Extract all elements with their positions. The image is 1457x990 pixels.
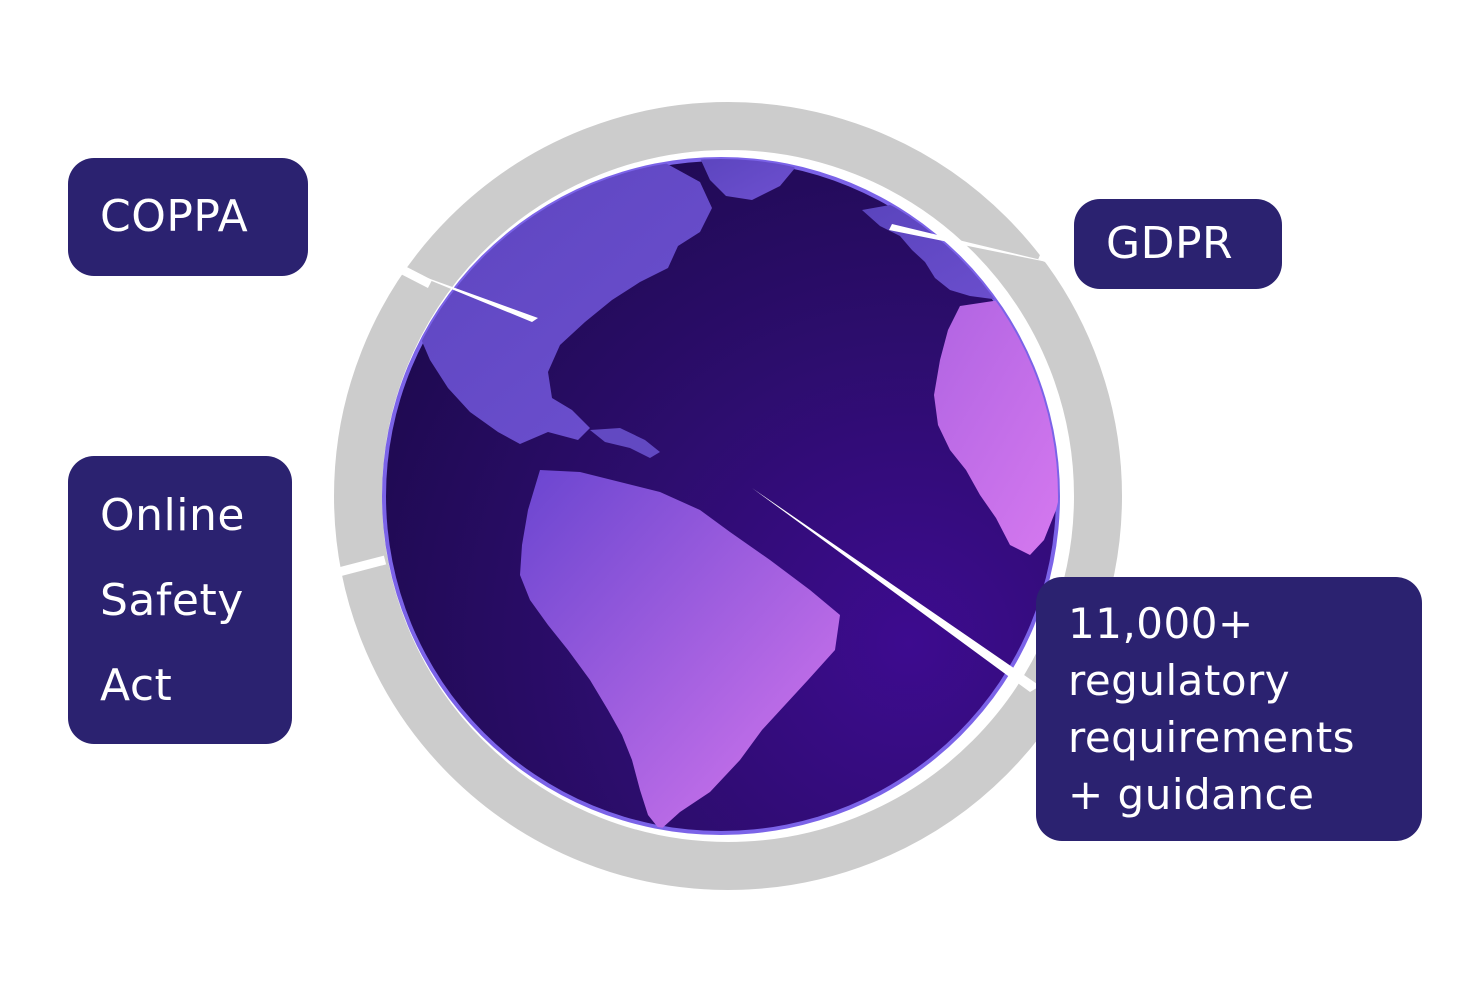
outer-ring	[334, 102, 1122, 890]
label-line: 11,000+	[1068, 599, 1254, 648]
ring-gap-lower-left	[333, 555, 387, 578]
connector-coppa	[400, 268, 538, 322]
caribbean-islands	[590, 428, 660, 458]
label-line: requirements	[1068, 713, 1356, 762]
south-america-landmass	[520, 470, 840, 830]
label-regulatory-requirements: 11,000+ regulatory requirements + guidance	[1036, 577, 1422, 841]
ring-gap-upper-right	[1038, 250, 1077, 275]
connector-regulatory	[752, 488, 1040, 692]
label-gdpr: GDPR	[1074, 199, 1282, 289]
label-line: GDPR	[1106, 218, 1234, 269]
ring-gap-upper-left	[392, 261, 433, 289]
label-line: regulatory	[1068, 656, 1291, 705]
connector-gdpr	[889, 224, 1062, 265]
label-line: + guidance	[1068, 770, 1315, 819]
label-line: Act	[100, 660, 173, 711]
label-line: Online	[100, 490, 245, 541]
label-line: Safety	[100, 575, 244, 626]
label-coppa: COPPA	[68, 158, 308, 276]
label-line: COPPA	[100, 191, 249, 242]
